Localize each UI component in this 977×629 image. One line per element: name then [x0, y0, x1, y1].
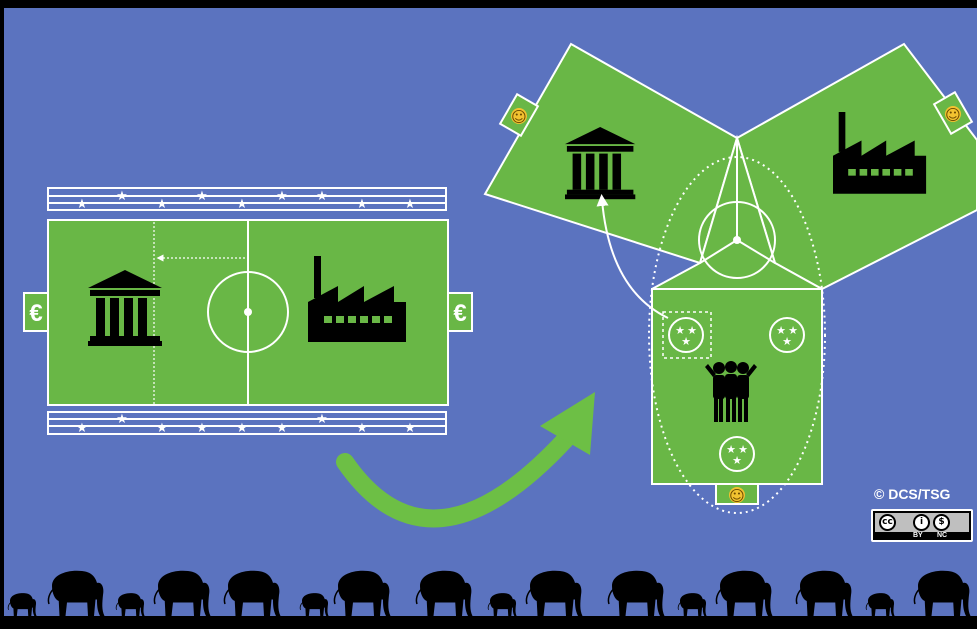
star-icon: ★ [404, 421, 416, 436]
star-icon: ★ [356, 421, 368, 436]
euro-icon: € [453, 300, 466, 327]
right-goal-euro: € [448, 293, 472, 331]
star-icon: ★ [156, 197, 168, 212]
star-icon: ★ [236, 421, 248, 436]
center-spot [244, 308, 252, 316]
smiley-icon: ☺ [729, 487, 745, 505]
star-icon: ★ [196, 421, 208, 436]
license-badge[interactable]: cc i $ BY NC [871, 509, 973, 542]
star-icon: ★ [116, 412, 128, 427]
star-icon: ★ [404, 197, 416, 212]
star-icon: ★ [316, 412, 328, 427]
smiley-icon: ☺ [511, 108, 527, 126]
left-goal-euro: € [24, 293, 48, 331]
euro-icon: € [29, 300, 42, 327]
license-by-label: BY [913, 532, 923, 539]
star-icon: ★ [236, 197, 248, 212]
star-icon: ★ [356, 197, 368, 212]
copyright-label: © DCS/TSG [874, 486, 977, 502]
star-icon: ★ [76, 421, 88, 436]
star-icon: ★ [76, 197, 88, 212]
smiley-icon: ☺ [945, 106, 961, 124]
star-icon: ★ [782, 335, 792, 348]
attribution-icon: i [913, 514, 930, 531]
star-icon: ★ [116, 189, 128, 204]
license-nc-label: NC [937, 532, 947, 539]
star-icon: ★ [681, 335, 691, 348]
star-icon: ★ [276, 189, 288, 204]
star-icon: ★ [276, 421, 288, 436]
cc-icon: cc [879, 514, 896, 531]
star-icon: ★ [316, 189, 328, 204]
star-icon: ★ [156, 421, 168, 436]
star-icon: ★ [196, 189, 208, 204]
star-icon: ★ [732, 454, 742, 467]
two-sided-pitch: ★ ★ ★ ★ ★ ★ ★ ★ ★ ★ ★ ★ ★ ★ ★ ★ ★ ★ € € [24, 188, 472, 436]
noncommercial-icon: $ [933, 514, 950, 531]
